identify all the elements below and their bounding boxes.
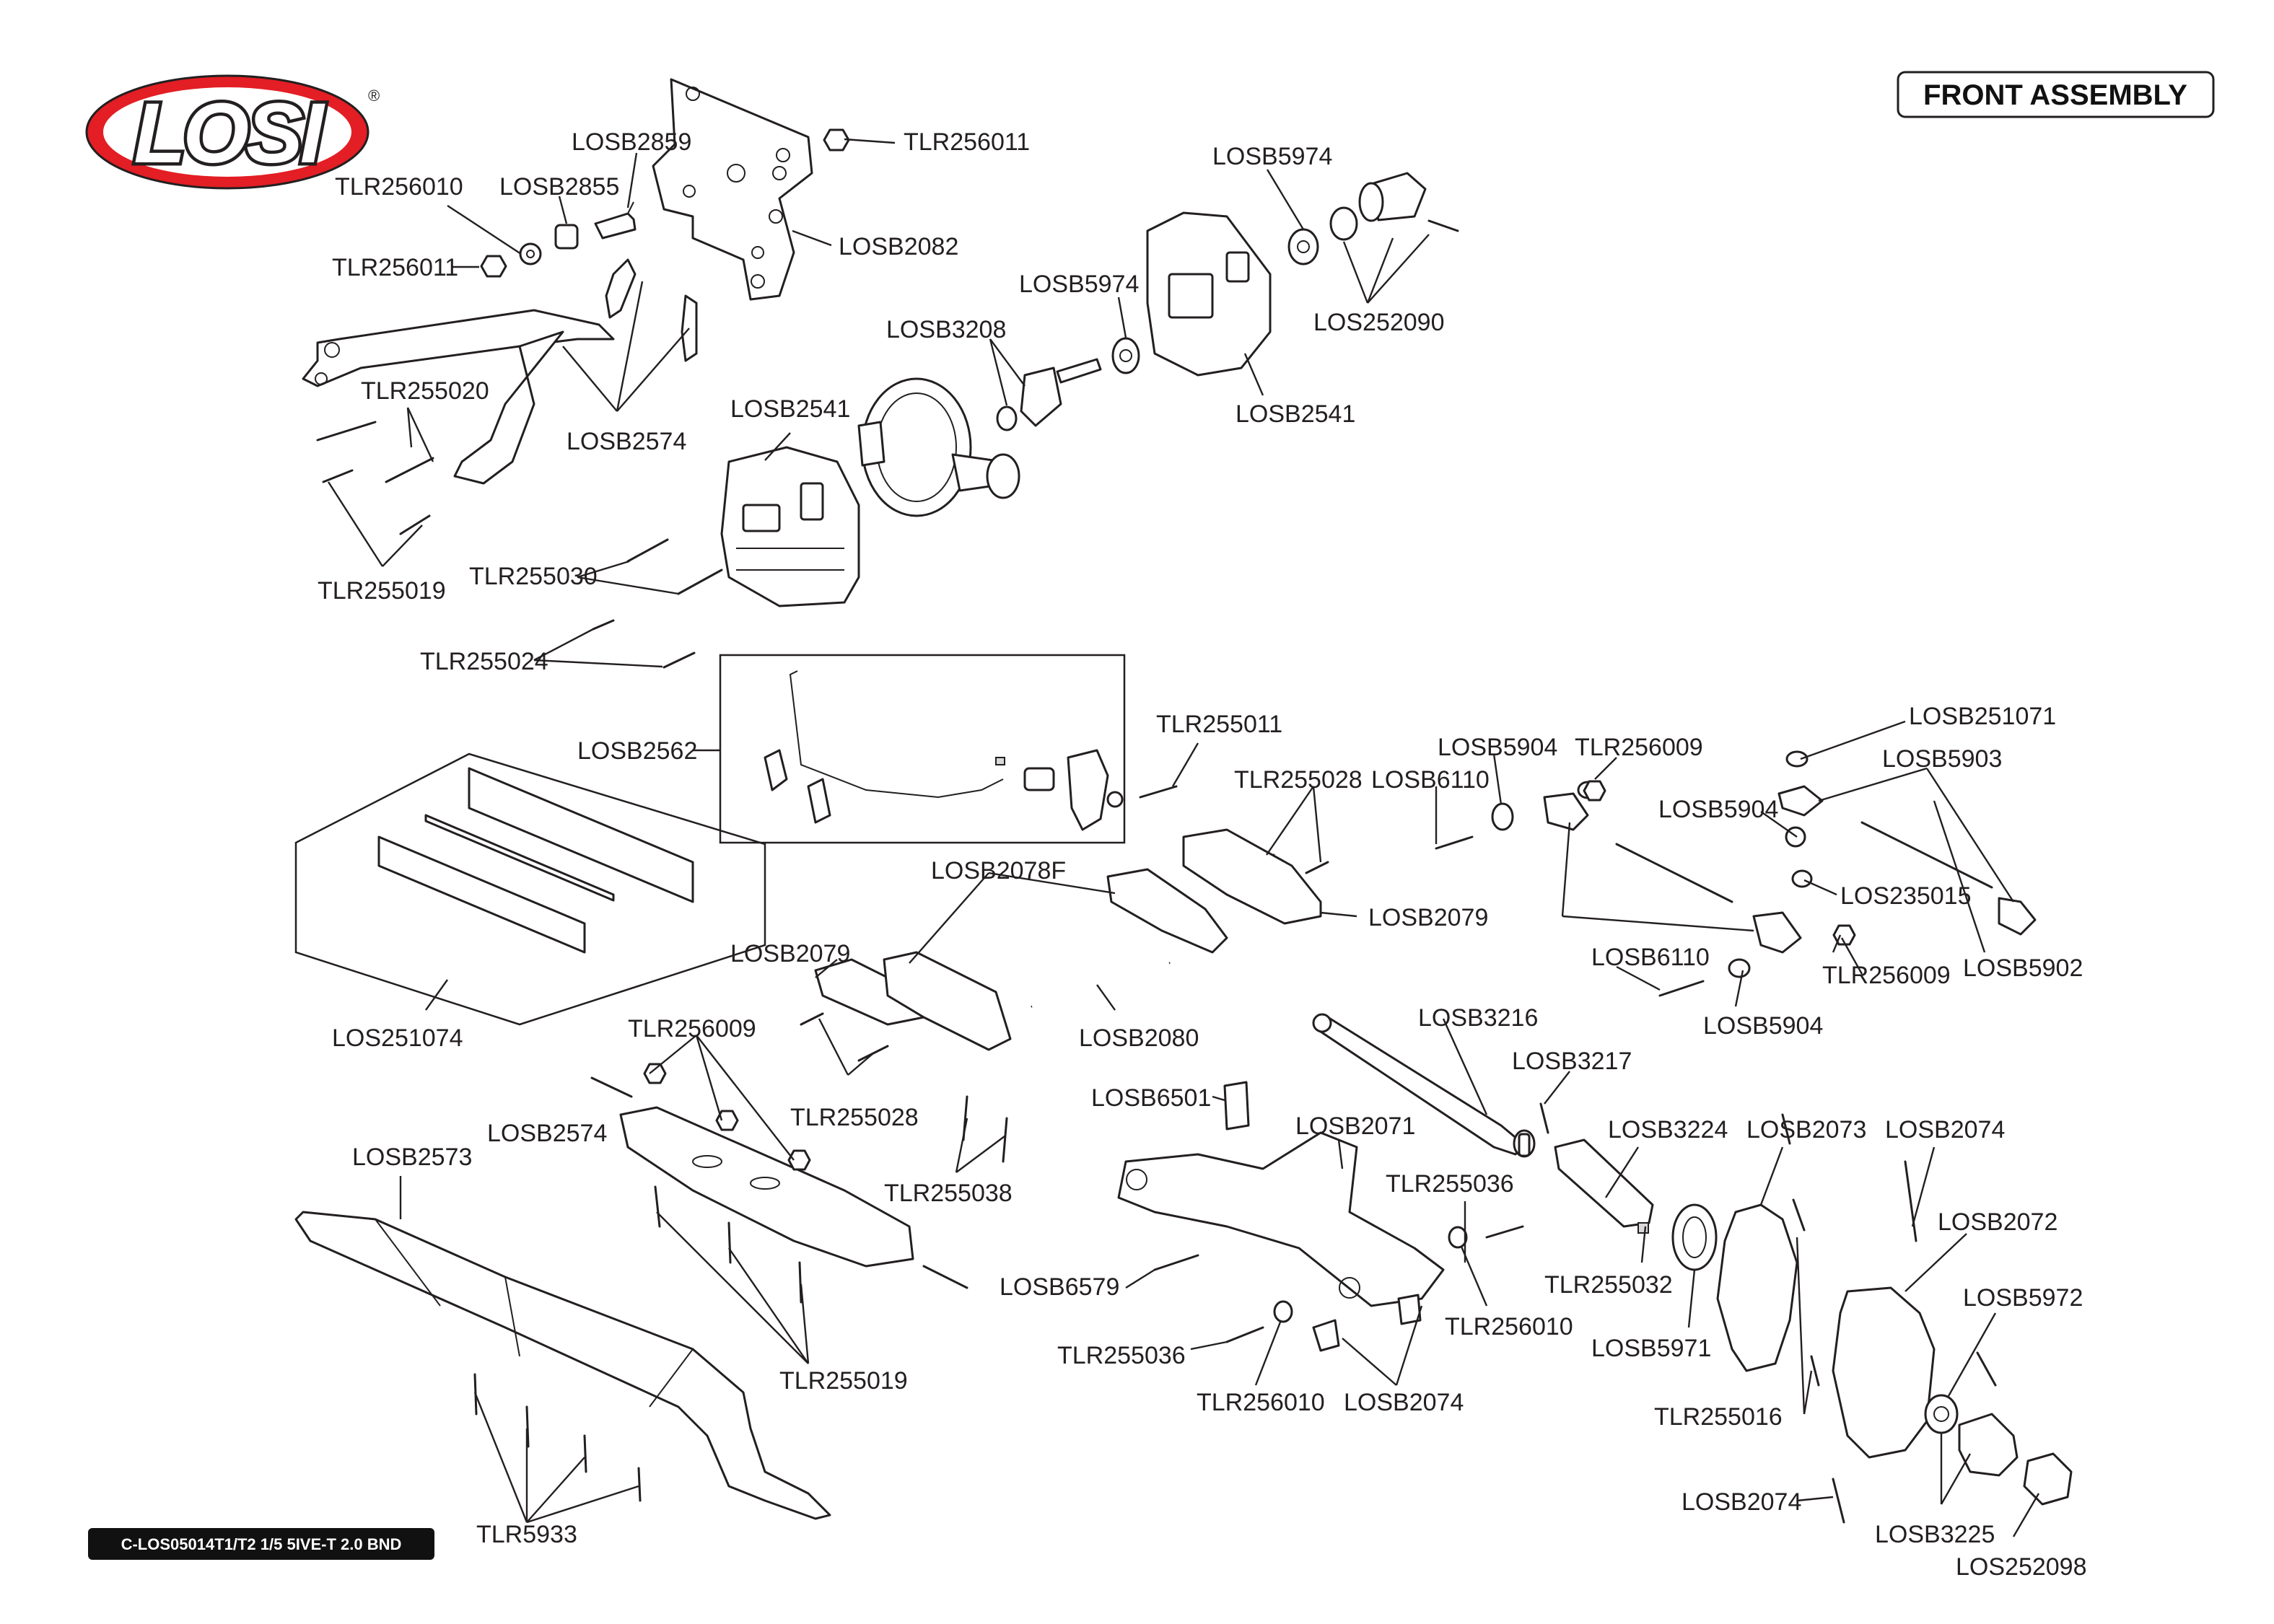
callout-label: LOSB5974 <box>1019 271 1139 298</box>
callout-label: LOSB6110 <box>1371 766 1490 794</box>
callout-label: LOSB2855 <box>499 173 619 201</box>
parts-artwork <box>294 78 2073 1524</box>
callout-label: LOSB2574 <box>567 428 686 455</box>
callout-label: TLR255011 <box>1156 711 1282 738</box>
sway-bar-kit-box <box>719 654 1126 844</box>
callout-label: TLR256009 <box>1575 734 1703 761</box>
leader-lines <box>327 138 2040 1537</box>
callout-label: LOSB5972 <box>1963 1284 2083 1312</box>
callout-label: LOSB251071 <box>1909 703 2056 730</box>
callout-label: TLR256010 <box>335 173 463 201</box>
callout-labels: LOSB2859 TLR256011 TLR256010 LOSB2855 LO… <box>318 128 2087 1581</box>
registered-mark: ® <box>368 87 380 105</box>
footer-part-code: C-LOS05014T1/T2 1/5 5IVE-T 2.0 BND <box>121 1535 402 1553</box>
callout-label: TLR256011 <box>332 254 458 281</box>
callout-label: TLR255024 <box>420 648 548 675</box>
callout-label: LOSB2573 <box>352 1144 472 1171</box>
callout-label: TLR256009 <box>628 1015 756 1043</box>
footer-badge: C-LOS05014T1/T2 1/5 5IVE-T 2.0 BND <box>88 1528 434 1560</box>
callout-label: TLR255016 <box>1654 1403 1783 1431</box>
callout-label: LOSB6501 <box>1091 1084 1211 1112</box>
callout-label: LOSB5903 <box>1882 745 2002 773</box>
callout-label: LOSB2071 <box>1295 1112 1415 1140</box>
callout-label: LOSB2074 <box>1682 1488 1801 1516</box>
callout-label: LOSB3217 <box>1512 1048 1632 1075</box>
callout-label: LOSB2079 <box>730 940 850 967</box>
callout-label: TLR256010 <box>1197 1389 1325 1416</box>
callout-label: LOSB2859 <box>572 128 691 156</box>
screws <box>316 421 1997 1502</box>
callout-label: TLR255019 <box>318 577 446 605</box>
losi-logo: LOSI ® <box>85 74 380 190</box>
screw-kit-box <box>294 752 766 1026</box>
callout-label: TLR256009 <box>1822 962 1951 989</box>
callout-label: LOSB2562 <box>577 737 697 765</box>
callout-label: TLR255020 <box>361 377 489 405</box>
callout-label: TLR5933 <box>476 1521 577 1548</box>
callout-label: LOSB6110 <box>1591 944 1710 971</box>
callout-label: LOSB2080 <box>1079 1024 1199 1052</box>
callout-label: LOSB2074 <box>1885 1116 2005 1144</box>
callout-label: TLR256010 <box>1445 1313 1573 1340</box>
callout-label: TLR256011 <box>904 128 1030 156</box>
callout-label: LOSB5971 <box>1591 1335 1711 1362</box>
callout-label: LOSB5904 <box>1703 1012 1823 1040</box>
callout-label: LOSB5974 <box>1212 143 1332 170</box>
callout-label: LOSB3208 <box>886 316 1006 343</box>
assembly-title-box: FRONT ASSEMBLY <box>1897 71 2215 118</box>
callout-label: LOSB3225 <box>1875 1521 1995 1548</box>
callout-label: LOS252098 <box>1956 1553 2087 1581</box>
callout-label: LOSB5904 <box>1658 796 1778 823</box>
callout-label: LOSB2072 <box>1938 1208 2057 1236</box>
callout-label: LOS235015 <box>1840 882 1972 910</box>
callout-label: LOSB2074 <box>1344 1389 1464 1416</box>
callout-label: LOSB2082 <box>839 233 958 260</box>
callout-label: LOSB5904 <box>1438 734 1557 761</box>
callout-label: LOSB2079 <box>1368 904 1488 931</box>
callout-label: TLR255019 <box>779 1367 908 1395</box>
callout-label: LOSB2078F <box>931 857 1066 885</box>
callout-label: TLR255028 <box>1234 766 1363 794</box>
losi-logo-text: LOSI <box>134 86 325 181</box>
callout-label: LOSB3224 <box>1608 1116 1728 1144</box>
callout-label: TLR255036 <box>1057 1342 1186 1369</box>
assembly-title: FRONT ASSEMBLY <box>1923 79 2187 111</box>
callout-label: LOSB3216 <box>1418 1004 1538 1032</box>
callout-label: LOSB5902 <box>1963 954 2083 982</box>
callout-label: TLR255032 <box>1544 1271 1673 1299</box>
callout-label: LOSB2541 <box>730 395 850 423</box>
callout-label: LOSB6579 <box>1000 1273 1119 1301</box>
callout-label: LOSB2073 <box>1746 1116 1866 1144</box>
callout-label: LOS251074 <box>332 1024 463 1052</box>
callout-label: LOSB2574 <box>487 1120 607 1147</box>
callout-label: TLR255036 <box>1386 1170 1514 1198</box>
callout-label: TLR255038 <box>884 1180 1013 1207</box>
callout-label: TLR255030 <box>469 563 598 590</box>
callout-label: LOS252090 <box>1313 309 1445 336</box>
callout-label: LOSB2541 <box>1236 400 1355 428</box>
callout-label: TLR255028 <box>790 1104 919 1131</box>
